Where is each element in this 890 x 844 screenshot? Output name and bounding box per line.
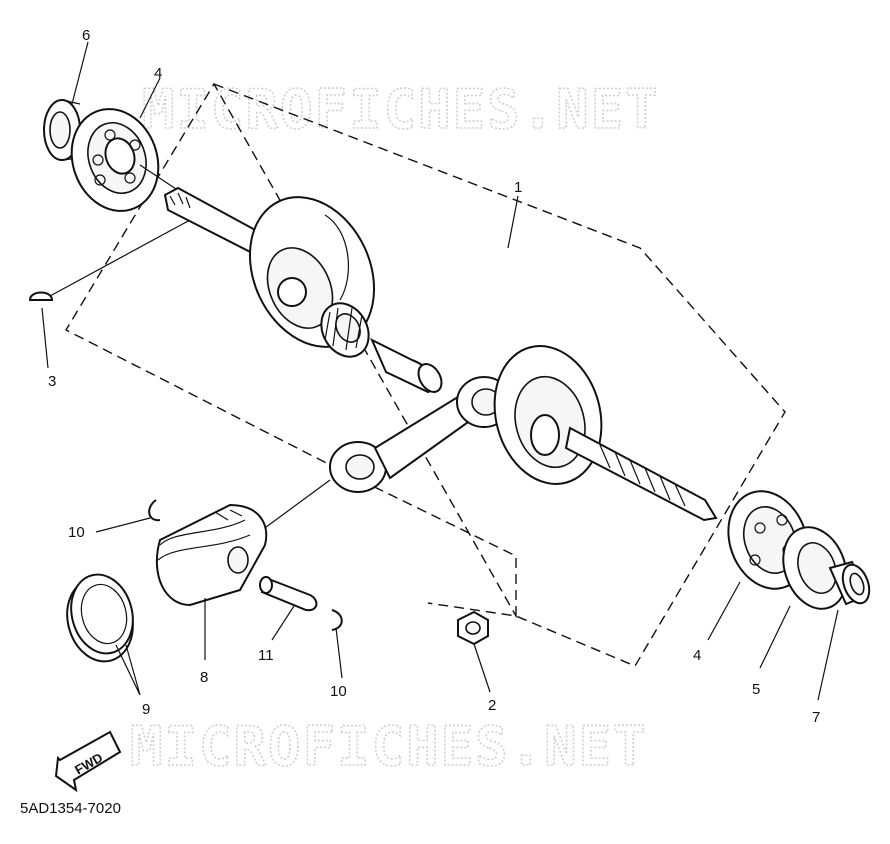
callout-9: 9: [142, 701, 150, 718]
leader-11: [271, 605, 295, 641]
piston-rings: [66, 573, 134, 663]
leader-2: [473, 643, 491, 693]
woodruff-key: [28, 291, 54, 301]
callout-4-left: 4: [154, 65, 162, 82]
crank-pin: [369, 337, 443, 394]
leader-10a: [95, 517, 151, 533]
leader-5: [759, 605, 791, 669]
leader-4b: [707, 581, 741, 641]
watermark-bottom: MICROFICHES.NET: [130, 715, 648, 778]
leader-3: [41, 307, 49, 369]
leader-1: [507, 195, 519, 249]
callout-5: 5: [752, 681, 760, 698]
circlip-upper: [148, 499, 161, 522]
assembly-outline: [65, 82, 786, 667]
bearing-left: [70, 108, 160, 212]
connecting-rod: [329, 376, 512, 493]
leader-6: [71, 41, 89, 105]
collar: [828, 560, 871, 606]
callout-11: 11: [258, 647, 274, 664]
piston: [155, 503, 268, 607]
callout-10-lower: 10: [330, 683, 347, 700]
leader-10b: [335, 627, 343, 679]
watermark-top: MICROFICHES.NET: [142, 78, 660, 141]
callout-4-right: 4: [693, 647, 701, 664]
needle-bearing: [320, 302, 370, 358]
leader-9: [115, 644, 141, 696]
leader-7: [817, 609, 839, 701]
crankshaft-right: [493, 345, 718, 522]
callout-7: 7: [812, 709, 820, 726]
leader-4a: [139, 77, 161, 119]
callout-6: 6: [82, 27, 90, 44]
callout-1: 1: [514, 179, 522, 196]
circlip-lower: [331, 609, 343, 631]
callout-3: 3: [48, 373, 56, 390]
oil-seal-left: [43, 99, 81, 161]
oil-seal-right: [782, 526, 848, 610]
diagram-code: 5AD1354-7020: [20, 800, 121, 817]
piston-pin: [259, 576, 318, 612]
forward-arrow-icon: FWD: [54, 730, 122, 793]
nut: [457, 610, 489, 646]
callout-10-upper: 10: [68, 524, 85, 541]
crank-leader-left: [49, 219, 191, 297]
callout-8: 8: [200, 669, 208, 686]
crank-leader-pin: [257, 479, 331, 534]
callout-2: 2: [488, 697, 496, 714]
